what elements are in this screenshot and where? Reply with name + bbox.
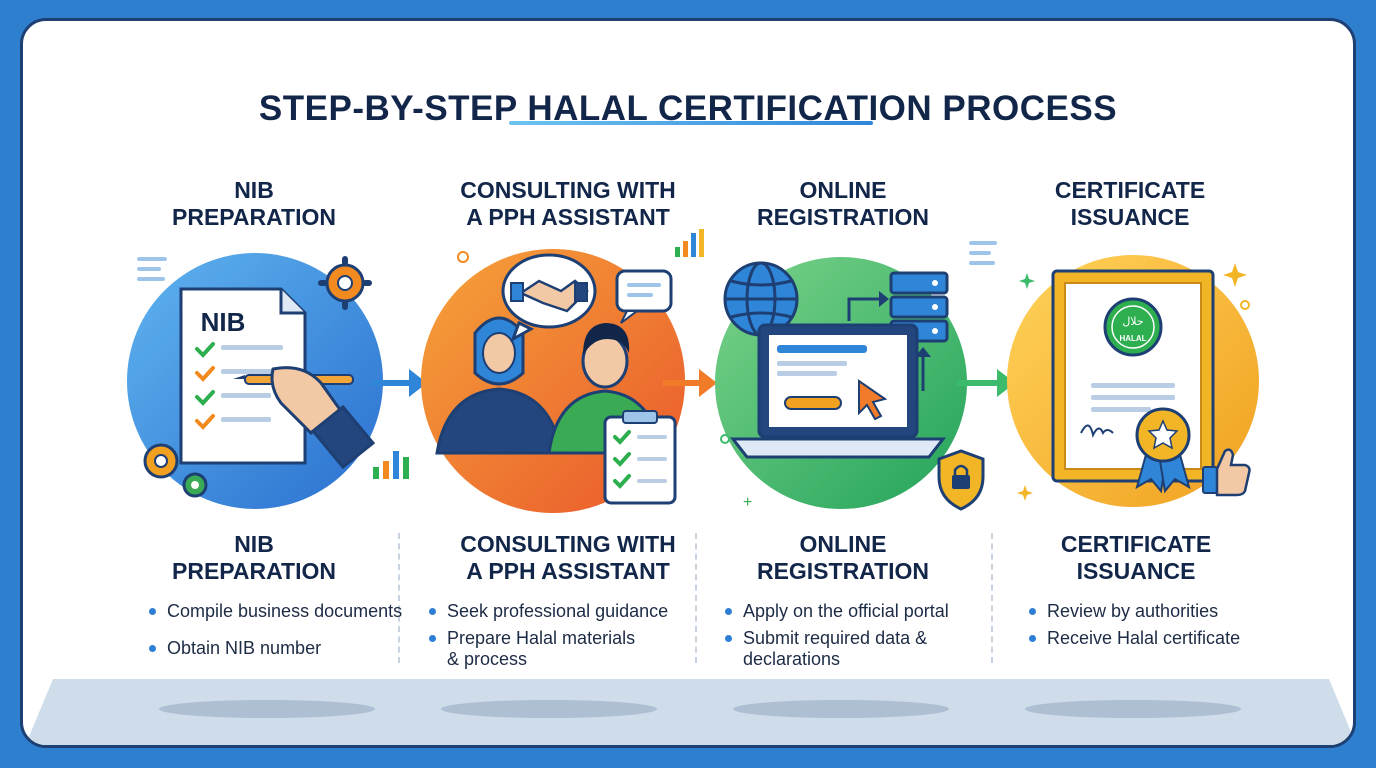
- bullet-item: Submit required data & declarations: [723, 628, 993, 670]
- step-2-title: CONSULTING WITH A PPH ASSISTANT: [433, 531, 703, 585]
- step-1-title: NIB PREPARATION: [119, 531, 389, 585]
- step-3-heading: ONLINE REGISTRATION: [708, 177, 978, 231]
- shield-lock-icon: [937, 449, 985, 511]
- step-3-bullets: Apply on the official portal Submit requ…: [723, 601, 993, 676]
- step-3-title-line-2: REGISTRATION: [756, 558, 930, 584]
- clipboard-icon: [603, 410, 677, 505]
- sparkle-icon: [1017, 263, 1247, 501]
- laptop-icon: [729, 323, 947, 459]
- gear-icon: [318, 256, 372, 310]
- step-4-bullets: Review by authorities Receive Halal cert…: [1027, 601, 1307, 655]
- handshake-icon: [501, 253, 597, 343]
- nib-badge-text: NIB: [201, 307, 246, 337]
- hand-pen-icon: [233, 366, 376, 470]
- step-2-title-line-1: CONSULTING WITH: [460, 531, 676, 557]
- title-underline: [509, 121, 873, 125]
- bullet-item: Compile business documents: [147, 601, 407, 622]
- consultant-woman-icon: [435, 316, 563, 455]
- thumbs-up-icon: [1202, 448, 1251, 497]
- step-1-bullets: Compile business documents Obtain NIB nu…: [147, 601, 407, 665]
- step-divider: [398, 533, 400, 663]
- ribbon-medal-icon: [1135, 407, 1191, 494]
- bullet-item: Prepare Halal materials & process: [427, 628, 697, 670]
- step-4-title-line-2: ISSUANCE: [1076, 558, 1196, 584]
- step-divider: [695, 533, 697, 663]
- step-1-illustration: NIB: [127, 253, 383, 509]
- bullet-item: Review by authorities: [1027, 601, 1307, 622]
- decorative-lines: [137, 257, 167, 281]
- step-4-title-line-1: CERTIFICATE: [1060, 531, 1212, 557]
- arrow-right-icon: [957, 369, 1015, 397]
- arrow-right-icon: [371, 369, 427, 397]
- seal-icon: حلال HALAL: [1103, 297, 1163, 357]
- arrow-right-icon: [663, 369, 717, 397]
- step-1-heading: NIB PREPARATION: [119, 177, 389, 231]
- bullet-item: Receive Halal certificate: [1027, 628, 1307, 649]
- step-4-heading: CERTIFICATE ISSUANCE: [995, 177, 1265, 231]
- step-4-heading-line-2: ISSUANCE: [1070, 204, 1190, 230]
- step-divider: [991, 533, 993, 663]
- globe-icon: [723, 261, 799, 337]
- signature-icon: [1080, 424, 1114, 438]
- seal-text: HALAL: [1119, 334, 1146, 343]
- svg-text:حلال: حلال: [1122, 315, 1143, 328]
- chat-bubble-icon: [615, 269, 673, 324]
- step-3-heading-line-1: ONLINE: [799, 177, 887, 203]
- step-2-illustration: [421, 229, 704, 513]
- decorative-lines: [969, 241, 997, 265]
- connector-line: [847, 297, 879, 321]
- gear-icon: [143, 443, 208, 498]
- infographic-card: STEP-BY-STEP HALAL CERTIFICATION PROCESS…: [20, 18, 1356, 748]
- step-4-title: CERTIFICATE ISSUANCE: [1001, 531, 1271, 585]
- process-illustrations: NIB: [25, 229, 1353, 745]
- step-3-title: ONLINE REGISTRATION: [708, 531, 978, 585]
- step-1-title-line-2: PREPARATION: [172, 558, 336, 584]
- bar-chart-icon: [675, 229, 704, 257]
- stage-floor: [25, 679, 1353, 745]
- bullet-item: Obtain NIB number: [147, 638, 407, 659]
- step-2-heading-line-2: A PPH ASSISTANT: [466, 204, 670, 230]
- checklist-icon: [195, 342, 215, 430]
- step-2-title-line-2: A PPH ASSISTANT: [466, 558, 670, 584]
- step-2-bullets: Seek professional guidance Prepare Halal…: [427, 601, 697, 676]
- step-3-illustration: +: [715, 241, 997, 511]
- step-1-heading-line-1: NIB: [234, 177, 274, 203]
- step-2-heading: CONSULTING WITH A PPH ASSISTANT: [433, 177, 703, 231]
- step-3-heading-line-2: REGISTRATION: [756, 204, 930, 230]
- step-1-heading-line-2: PREPARATION: [172, 204, 336, 230]
- bullet-item: Seek professional guidance: [427, 601, 697, 622]
- step-2-heading-line-1: CONSULTING WITH: [460, 177, 676, 203]
- cursor-icon: [858, 379, 888, 421]
- plus-icon: +: [743, 494, 752, 511]
- step-1-title-line-1: NIB: [234, 531, 274, 557]
- step-4-heading-line-1: CERTIFICATE: [1054, 177, 1206, 203]
- step-4-illustration: حلال HALAL: [1007, 255, 1259, 507]
- bullet-item: Apply on the official portal: [723, 601, 993, 622]
- step-3-title-line-1: ONLINE: [799, 531, 887, 557]
- bar-chart-icon: [373, 451, 409, 479]
